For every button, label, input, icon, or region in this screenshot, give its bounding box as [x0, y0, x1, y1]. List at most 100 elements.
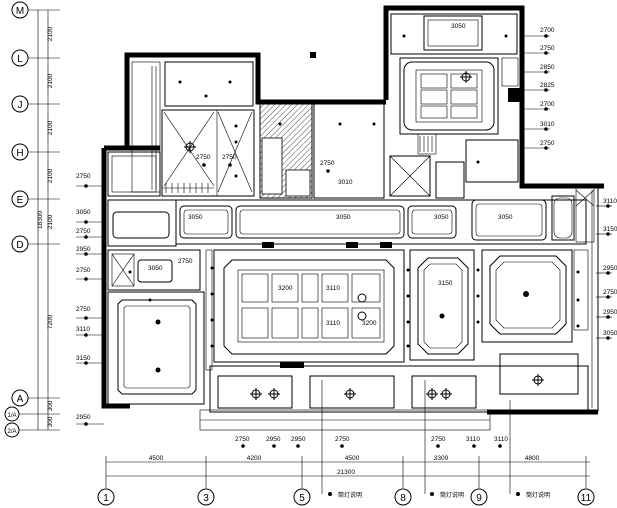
svg-text:3010: 3010 [540, 121, 555, 128]
svg-text:3: 3 [203, 493, 209, 504]
height-marker: 2950 [76, 246, 104, 256]
svg-text:3110: 3110 [603, 198, 617, 205]
dim-col-1: 4500 [149, 455, 164, 462]
height-label: 2750 [222, 154, 237, 161]
height-label: 3050 [434, 214, 449, 221]
dim-row-8: 300 [47, 416, 54, 427]
height-marker: 3050 [76, 209, 104, 224]
height-label: 3150 [438, 280, 453, 287]
height-marker: 2825 [522, 82, 555, 92]
axis-bubble-D: D [11, 235, 60, 253]
svg-text:2750: 2750 [76, 173, 91, 180]
axis-bubble-M: M [11, 1, 60, 19]
height-marker: 2700 [522, 101, 555, 111]
height-label: 2750 [196, 154, 211, 161]
height-label: 3050 [188, 214, 203, 221]
svg-text:2750: 2750 [76, 228, 91, 235]
ceiling-height-markers-left: 2750 3050 2750 2950 2750 2750 3110 3150 … [76, 173, 104, 426]
axis-bubble-E: E [11, 190, 60, 208]
dim-col-5: 4800 [525, 455, 540, 462]
height-marker: 2750 [76, 228, 104, 239]
height-label: 2750 [235, 436, 250, 443]
dim-row-2: 2100 [47, 73, 54, 88]
height-marker: 2850 [522, 64, 555, 74]
dim-total-horizontal: 21300 [337, 469, 355, 476]
svg-text:9: 9 [476, 493, 482, 504]
height-label: 3050 [498, 214, 513, 221]
axis-bubble-A: A [11, 389, 60, 407]
svg-text:2950: 2950 [603, 309, 617, 316]
height-marker: 2750 [76, 173, 104, 188]
axis-bubble-3: 3 [197, 488, 215, 506]
height-label: 3200 [362, 320, 377, 327]
dim-col-3: 4500 [345, 455, 360, 462]
svg-text:2700: 2700 [540, 101, 555, 108]
height-marker: 3110 [76, 326, 104, 337]
height-label: 2750 [320, 160, 335, 167]
grid-axis-rows: M L J H E D A 1/A [4, 1, 60, 438]
height-label: 3010 [338, 179, 353, 186]
room-living-coffered [213, 249, 405, 363]
bottom-room-row [199, 353, 589, 431]
svg-text:11: 11 [581, 493, 592, 504]
light-note: 筒灯说明 [526, 491, 550, 499]
height-marker: 2750 [522, 45, 555, 55]
svg-text:2950: 2950 [603, 265, 617, 272]
height-label: 3050 [451, 23, 466, 30]
axis-bubble-11: 11 [577, 488, 595, 506]
height-marker: 3150 [76, 355, 104, 365]
bottom-dimension-chain: 4500 4200 4500 3300 4800 21300 [105, 455, 590, 488]
light-fixtures [128, 34, 580, 400]
svg-text:E: E [17, 195, 24, 206]
height-marker: 3010 [522, 121, 555, 131]
axis-bubble-1A: 1/A [4, 406, 60, 422]
svg-text:8: 8 [400, 493, 406, 504]
svg-text:2750: 2750 [540, 45, 555, 52]
height-marker: 2700 [522, 27, 555, 38]
ceiling-height-markers-inner: 2750 2750 2750 3010 3050 3050 3050 3050 … [148, 23, 513, 327]
light-note: 筒灯说明 [440, 491, 464, 499]
axis-bubble-8: 8 [394, 488, 412, 506]
axis-bubble-1: 1 [97, 488, 115, 506]
svg-text:3150: 3150 [76, 355, 91, 362]
svg-text:2750: 2750 [76, 306, 91, 313]
svg-text:L: L [17, 54, 23, 65]
height-label: 2950 [266, 436, 281, 443]
svg-text:2750: 2750 [540, 140, 555, 147]
dim-col-2: 4200 [247, 455, 262, 462]
dim-row-6: 7200 [47, 314, 54, 329]
height-marker: 2950 [596, 265, 617, 275]
height-label: 3110 [466, 436, 480, 443]
height-label: 2750 [335, 436, 350, 443]
height-marker: 2750 [76, 267, 104, 281]
light-note: 筒灯说明 [338, 491, 362, 499]
svg-text:A: A [17, 394, 24, 405]
room-left-service [107, 151, 201, 291]
svg-text:J: J [18, 100, 23, 111]
axis-bubble-L: L [11, 49, 60, 67]
svg-text:H: H [16, 148, 23, 159]
svg-text:5: 5 [299, 493, 305, 504]
height-label: 3110 [326, 320, 340, 327]
height-marker: 2750 [76, 306, 104, 320]
axis-bubble-H: H [11, 143, 60, 161]
height-label: 3200 [278, 285, 293, 292]
svg-text:1/A: 1/A [7, 413, 16, 419]
height-marker: 3110 [596, 198, 617, 208]
svg-text:M: M [16, 6, 24, 17]
svg-text:2/A: 2/A [7, 429, 16, 435]
height-marker: 2950 [596, 309, 617, 319]
exterior-walls [101, 5, 604, 415]
light-notes: 筒灯说明 筒灯说明 筒灯说明 [321, 380, 550, 499]
svg-text:2850: 2850 [540, 64, 555, 71]
svg-text:2700: 2700 [540, 27, 555, 34]
svg-text:2950: 2950 [76, 414, 91, 421]
height-label: 2750 [431, 436, 446, 443]
svg-text:3050: 3050 [603, 330, 617, 337]
ceiling-height-markers-bottom: 2750 2950 2950 2750 2750 3110 3110 [235, 436, 508, 448]
stair-hatch [259, 103, 313, 199]
room-top-right [310, 13, 520, 155]
height-marker: 3050 [596, 330, 617, 340]
dim-row-5: 2100 [47, 214, 54, 229]
